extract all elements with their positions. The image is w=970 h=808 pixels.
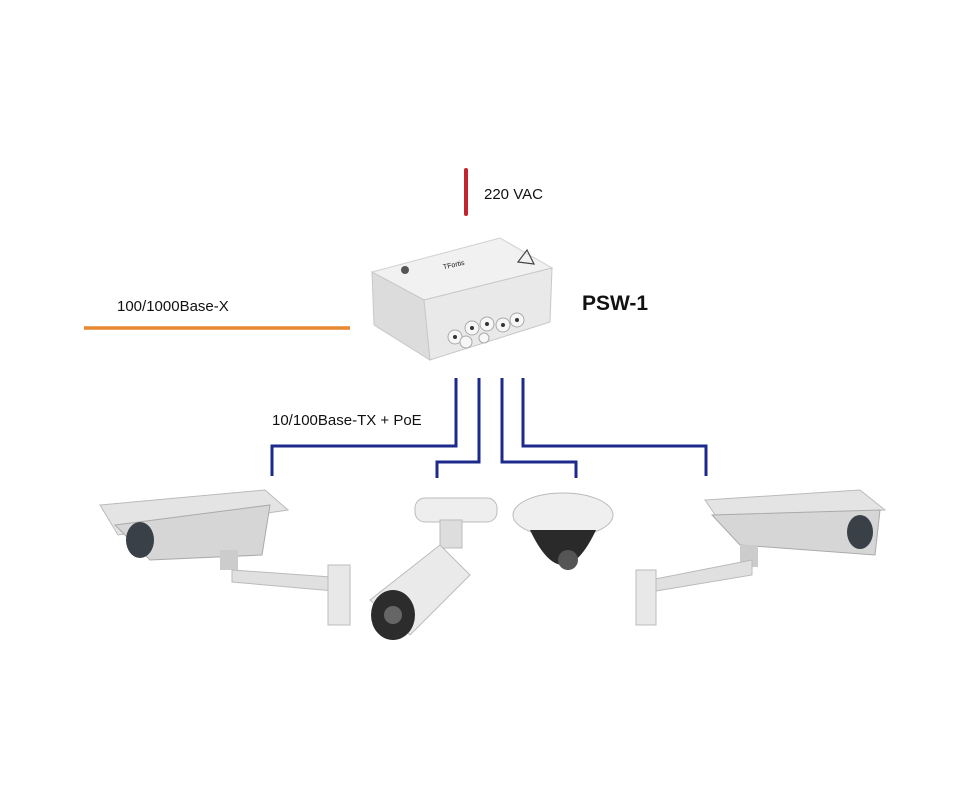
poe-label: 10/100Base-TX + PoE [272, 412, 422, 429]
poe-switch-box-icon [370, 237, 554, 361]
poe-line-3 [500, 378, 578, 478]
bullet-camera-icon [369, 497, 498, 640]
poe-line-1 [270, 378, 458, 476]
device-label: PSW-1 [582, 292, 649, 315]
housing-camera-icon [99, 489, 351, 626]
poe-line-2 [435, 378, 481, 478]
poe-line-4 [521, 378, 708, 476]
power-label: 220 VAC [484, 186, 543, 203]
dome-camera-icon [512, 492, 614, 570]
uplink-label: 100/1000Base-X [117, 298, 229, 315]
housing-camera-icon [635, 489, 887, 626]
